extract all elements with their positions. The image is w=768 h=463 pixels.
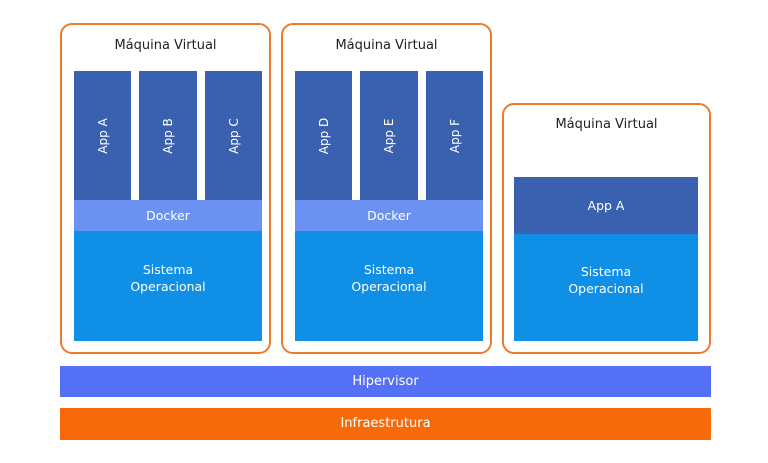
app-label: App F [447, 118, 462, 153]
hypervisor-label: Hipervisor [352, 374, 419, 389]
virtual-machine-3: Máquina Virtual App A Sistema Operaciona… [502, 103, 711, 354]
app-label: App A [587, 198, 625, 213]
os-label-line1: Sistema [142, 262, 194, 277]
docker-layer: Docker [295, 200, 483, 231]
app-label: App A [95, 117, 110, 154]
app-d-block: App D [295, 71, 352, 200]
app-a-block: App A [514, 177, 698, 234]
docker-label: Docker [146, 208, 190, 223]
app-label: App B [161, 117, 175, 154]
operating-system-layer: Sistema Operacional [74, 231, 262, 341]
app-a-block: App A [74, 71, 131, 200]
os-label-line2: Operacional [351, 279, 427, 294]
operating-system-layer: Sistema Operacional [295, 231, 483, 341]
docker-label: Docker [367, 208, 411, 223]
app-b-block: App B [139, 71, 197, 200]
app-label: App E [382, 118, 396, 153]
app-label: App C [226, 117, 241, 154]
docker-layer: Docker [74, 200, 262, 231]
os-label-line1: Sistema [580, 263, 632, 279]
os-label-line1: Sistema [363, 262, 415, 277]
app-label: App D [316, 117, 331, 154]
vm-title: Máquina Virtual [335, 38, 438, 53]
os-label-line2: Operacional [130, 279, 206, 294]
infrastructure-label: Infraestrutura [340, 416, 431, 431]
virtual-machine-2: Máquina Virtual App D App E App F Docker… [281, 23, 492, 354]
app-e-block: App E [360, 71, 418, 200]
vm-title: Máquina Virtual [114, 38, 217, 53]
infrastructure-layer: Infraestrutura [60, 408, 711, 440]
vm-title: Máquina Virtual [555, 117, 658, 132]
os-label-line2: Operacional [568, 280, 644, 296]
app-f-block: App F [426, 71, 483, 200]
operating-system-layer: Sistema Operacional [514, 234, 698, 341]
hypervisor-layer: Hipervisor [60, 366, 711, 397]
virtual-machine-1: Máquina Virtual App A App B App C Docker… [60, 23, 271, 354]
app-c-block: App C [205, 71, 262, 200]
